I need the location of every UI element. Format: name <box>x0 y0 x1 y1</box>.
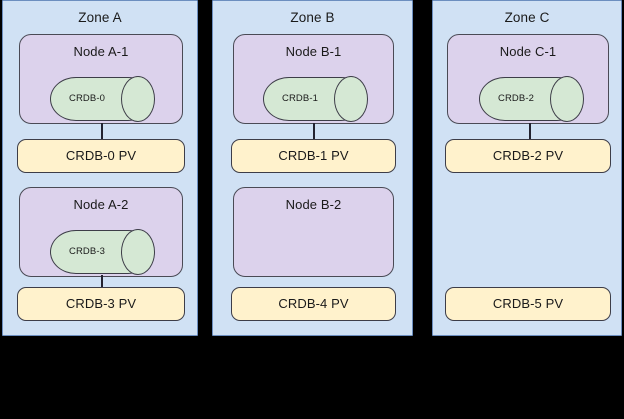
node-box-c-1[interactable]: Node C-1 CRDB-2 <box>447 34 609 124</box>
node-box-b-2[interactable]: Node B-2 <box>233 187 394 277</box>
connector-crdb-2-to-pv <box>529 123 531 141</box>
node-box-a-1[interactable]: Node A-1 CRDB-0 <box>19 34 183 124</box>
pv-label-crdb-5-pv: CRDB-5 PV <box>492 296 564 311</box>
pod-label-crdb-2: CRDB-2 <box>498 93 534 104</box>
connector-crdb-0-to-pv <box>101 123 103 141</box>
pv-box-crdb-3-pv[interactable]: CRDB-3 PV <box>17 287 185 321</box>
pod-label-crdb-3: CRDB-3 <box>69 246 105 257</box>
zone-title-c: Zone C <box>504 10 550 25</box>
database-cylinder-crdb-1[interactable]: CRDB-1 <box>263 76 368 122</box>
database-cylinder-crdb-2[interactable]: CRDB-2 <box>479 76 584 122</box>
zone-panel-a[interactable]: Zone A Node A-1 CRDB-0 CRDB-0 PV Node A-… <box>2 0 198 336</box>
node-title-a-1: Node A-1 <box>73 44 129 59</box>
database-cylinder-crdb-3[interactable]: CRDB-3 <box>50 229 155 275</box>
node-title-b-2: Node B-2 <box>285 197 342 212</box>
zone-title-b: Zone B <box>290 10 335 25</box>
zone-panel-b[interactable]: Zone B Node B-1 CRDB-1 CRDB-1 PV Node B-… <box>212 0 413 336</box>
pv-label-crdb-2-pv: CRDB-2 PV <box>492 148 564 163</box>
pv-box-crdb-4-pv[interactable]: CRDB-4 PV <box>231 287 396 321</box>
cylinder-cap-icon <box>121 76 155 122</box>
pv-label-crdb-3-pv: CRDB-3 PV <box>65 296 137 311</box>
pv-label-crdb-4-pv: CRDB-4 PV <box>278 296 349 311</box>
node-title-b-1: Node B-1 <box>285 44 342 59</box>
pv-label-crdb-1-pv: CRDB-1 PV <box>278 148 349 163</box>
zone-panel-c[interactable]: Zone C Node C-1 CRDB-2 CRDB-2 PV CRDB-5 … <box>432 0 622 336</box>
database-cylinder-crdb-0[interactable]: CRDB-0 <box>50 76 155 122</box>
cylinder-cap-icon <box>121 229 155 275</box>
pod-label-crdb-0: CRDB-0 <box>69 93 105 104</box>
connector-crdb-1-to-pv <box>313 123 315 141</box>
node-title-a-2: Node A-2 <box>73 197 129 212</box>
pod-label-crdb-1: CRDB-1 <box>282 93 318 104</box>
pv-label-crdb-0-pv: CRDB-0 PV <box>65 148 137 163</box>
node-title-c-1: Node C-1 <box>499 44 557 59</box>
pv-box-crdb-0-pv[interactable]: CRDB-0 PV <box>17 139 185 173</box>
node-box-a-2[interactable]: Node A-2 CRDB-3 <box>19 187 183 277</box>
pv-box-crdb-1-pv[interactable]: CRDB-1 PV <box>231 139 396 173</box>
connector-crdb-3-to-pv <box>101 275 103 293</box>
cylinder-cap-icon <box>334 76 368 122</box>
pv-box-crdb-5-pv[interactable]: CRDB-5 PV <box>445 287 611 321</box>
node-box-b-1[interactable]: Node B-1 CRDB-1 <box>233 34 394 124</box>
zone-title-a: Zone A <box>78 10 122 25</box>
pv-box-crdb-2-pv[interactable]: CRDB-2 PV <box>445 139 611 173</box>
cylinder-cap-icon <box>550 76 584 122</box>
